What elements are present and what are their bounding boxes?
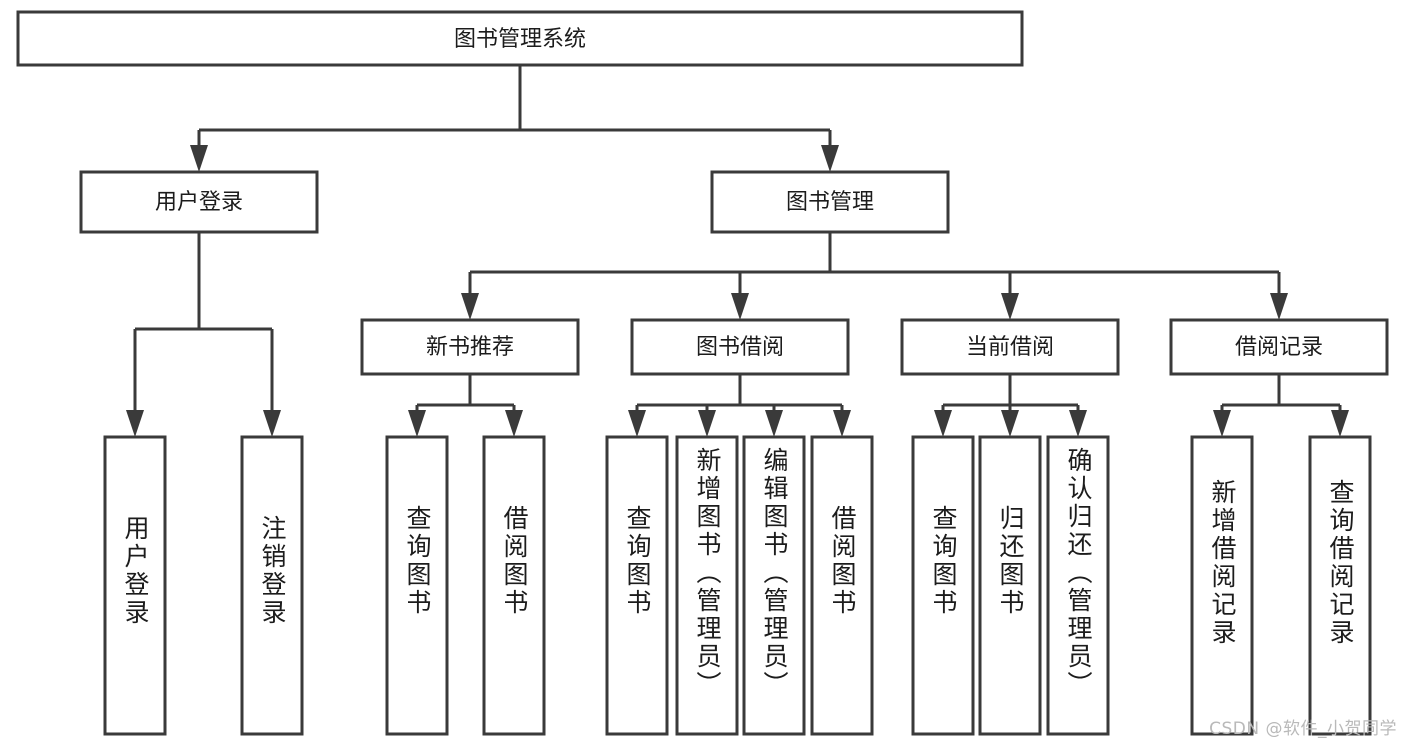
node-user-login-rect[interactable] [79, 170, 319, 234]
node-user-login-label: 用户登录 [155, 190, 243, 215]
node-new-book-recommend-label: 新书推荐 [426, 335, 514, 360]
node-book-borrow-label: 图书借阅 [696, 335, 784, 360]
node-book-manage-rect[interactable] [710, 170, 950, 234]
arrow-head-current-borrow [1001, 293, 1019, 320]
leaf-current-borrow-2-rect[interactable] [978, 435, 1042, 736]
arrow-head-book-borrow-leaf-1 [628, 410, 646, 437]
node-current-borrow-rect[interactable] [900, 318, 1120, 376]
arrow-head-book-borrow [731, 293, 749, 320]
node-current-borrow-label: 当前借阅 [966, 335, 1054, 360]
arrow-head-current-borrow-leaf-1 [934, 410, 952, 437]
leaf-borrow-record-2-rect[interactable] [1308, 435, 1372, 736]
arrow-head-user-login-leaf-1 [126, 410, 144, 437]
leaf-book-borrow-3-rect[interactable] [742, 435, 806, 736]
node-new-book-recommend[interactable]: 新书推荐 [360, 318, 580, 376]
arrow-head-new-book-leaf-2 [505, 410, 523, 437]
node-new-book-recommend-rect[interactable] [360, 318, 580, 376]
node-root-system[interactable]: 图书管理系统 [16, 10, 1024, 67]
node-borrow-record-label: 借阅记录 [1235, 335, 1323, 360]
arrow-head-book-manage [821, 145, 839, 172]
node-borrow-record-rect[interactable] [1169, 318, 1389, 376]
node-root-system-rect[interactable] [16, 10, 1024, 67]
leaf-book-borrow-2-rect[interactable] [675, 435, 739, 736]
connectors [126, 65, 1349, 437]
leaf-current-borrow-1-rect[interactable] [911, 435, 975, 736]
arrow-head-book-borrow-leaf-3 [765, 410, 783, 437]
node-borrow-record[interactable]: 借阅记录 [1169, 318, 1389, 376]
node-book-borrow-rect[interactable] [630, 318, 850, 376]
leaf-new-book-2-rect[interactable] [482, 435, 546, 736]
arrow-head-new-book-leaf-1 [408, 410, 426, 437]
csdn-watermark: CSDN @软件_小贺同学 [1209, 719, 1397, 739]
arrow-head-current-borrow-leaf-2 [1001, 410, 1019, 437]
arrow-head-current-borrow-leaf-3 [1069, 410, 1087, 437]
node-current-borrow[interactable]: 当前借阅 [900, 318, 1120, 376]
leaf-borrow-record-1-rect[interactable] [1190, 435, 1254, 736]
leaf-user-login-2-rect[interactable] [240, 435, 304, 736]
arrow-head-new-book [461, 293, 479, 320]
arrow-head-borrow-record [1270, 293, 1288, 320]
node-book-borrow[interactable]: 图书借阅 [630, 318, 850, 376]
leaf-new-book-1-rect[interactable] [385, 435, 449, 736]
arrow-head-book-borrow-leaf-4 [833, 410, 851, 437]
arrow-head-borrow-record-leaf-1 [1213, 410, 1231, 437]
leaf-current-borrow-3-rect[interactable] [1046, 435, 1110, 736]
leaf-book-borrow-1-rect[interactable] [605, 435, 669, 736]
node-book-manage[interactable]: 图书管理 [710, 170, 950, 234]
leaf-user-login-1-rect[interactable] [103, 435, 167, 736]
arrow-head-borrow-record-leaf-2 [1331, 410, 1349, 437]
node-user-login[interactable]: 用户登录 [79, 170, 319, 234]
arrow-head-user-login-leaf-2 [263, 410, 281, 437]
arrow-head-book-borrow-leaf-2 [698, 410, 716, 437]
leaf-boxes [103, 435, 1372, 736]
leaf-book-borrow-4-rect[interactable] [810, 435, 874, 736]
node-book-manage-label: 图书管理 [786, 190, 874, 215]
node-root-system-label: 图书管理系统 [454, 27, 586, 52]
arrow-head-user-login [190, 145, 208, 172]
